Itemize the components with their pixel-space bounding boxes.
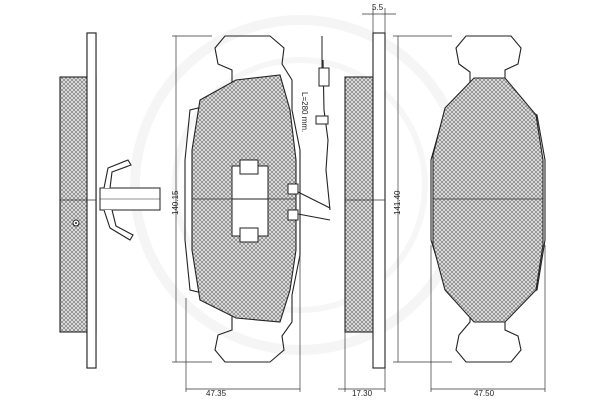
front-pad-2-friction: [432, 77, 544, 323]
anti-rattle-clip-icon: [99, 159, 161, 241]
right-width-dimension: 47.50: [430, 245, 546, 398]
left-height-label: 140.15: [171, 190, 180, 215]
backplate-thickness-label: 5.5: [372, 3, 384, 12]
sensor-length-label: L=280 mm.: [300, 92, 309, 132]
left-side-view: [59, 32, 161, 369]
total-thickness-label: 17.30: [352, 389, 373, 398]
right-height-dimension: 141.40: [393, 35, 452, 363]
right-width-label: 47.50: [474, 389, 495, 398]
left-backplate-overlay: [86, 32, 97, 369]
left-width-label: 47.35: [206, 389, 227, 398]
front-view-with-sensor: L=280 mm.: [184, 35, 331, 363]
right-height-label: 141.40: [393, 190, 402, 215]
middle-side-view: [344, 32, 386, 369]
left-height-dimension: 140.15: [171, 35, 212, 363]
wear-sensor-icon: [231, 36, 331, 243]
front-pad-1-outline: [184, 35, 301, 363]
middle-friction-material: [344, 76, 374, 333]
backplate-thickness-dimension: 5.5: [362, 3, 396, 33]
middle-backplate: [372, 32, 386, 369]
total-thickness-dimension: 17.30: [338, 332, 386, 398]
front-view-plain: [430, 35, 546, 363]
left-width-dimension: 47.35: [185, 256, 301, 398]
